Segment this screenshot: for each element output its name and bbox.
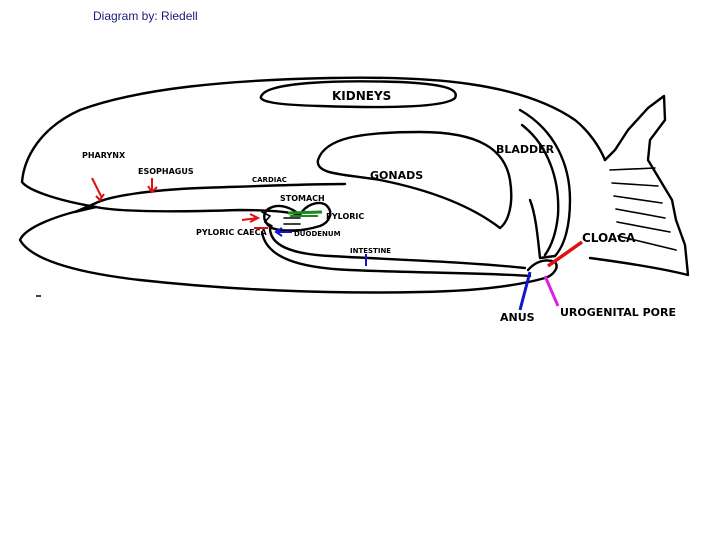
- label-cardiac: CARDIAC: [252, 176, 287, 184]
- label-urogenital-pore: UROGENITAL PORE: [560, 306, 676, 319]
- label-pyloric-caeca: PYLORIC CAECA: [196, 228, 267, 237]
- label-intestine: INTESTINE: [350, 247, 391, 255]
- bladder-upper-line: [518, 108, 572, 258]
- bladder-lower-line: [520, 123, 560, 257]
- urogenital-pore-marker: [543, 275, 560, 307]
- label-pharynx: PHARYNX: [82, 151, 126, 160]
- label-esophagus: ESOPHAGUS: [138, 167, 194, 176]
- label-kidneys: KIDNEYS: [332, 89, 391, 103]
- label-gonads: GONADS: [370, 169, 423, 182]
- bladder-tube: [528, 198, 557, 260]
- fish-belly-outline: [18, 205, 547, 294]
- kidney-shape: [259, 80, 457, 109]
- duodenum-marker: [274, 227, 292, 237]
- cloaca-marker: [546, 240, 584, 268]
- label-cloaca: CLOACA: [582, 231, 636, 245]
- intestine-upper: [268, 226, 527, 270]
- esophagus-marker: [147, 178, 158, 194]
- label-pyloric: PYLORIC: [326, 212, 364, 221]
- pharynx-marker: [91, 177, 103, 199]
- caeca-marker: [241, 213, 261, 223]
- esophagus-lower-wall: [94, 205, 302, 217]
- pharynx-arrowhead: [95, 193, 105, 202]
- diagram-credit: Diagram by: Riedell: [93, 9, 198, 23]
- label-duodenum: DUODENUM: [294, 230, 341, 238]
- label-stomach: STOMACH: [280, 194, 325, 203]
- mouth-pharynx: [73, 182, 347, 214]
- tail-fin: [588, 94, 690, 277]
- intestine-lower: [260, 230, 532, 278]
- tail-fin-rays: [609, 167, 677, 251]
- caeca-folds: [261, 211, 306, 231]
- label-anus: ANUS: [500, 311, 535, 324]
- gonad-shape: [316, 130, 513, 230]
- anus-marker: [518, 271, 532, 311]
- pyloric-marker: [287, 210, 323, 215]
- label-bladder: BLADDER: [496, 143, 555, 156]
- fish-body-outline: [20, 76, 607, 209]
